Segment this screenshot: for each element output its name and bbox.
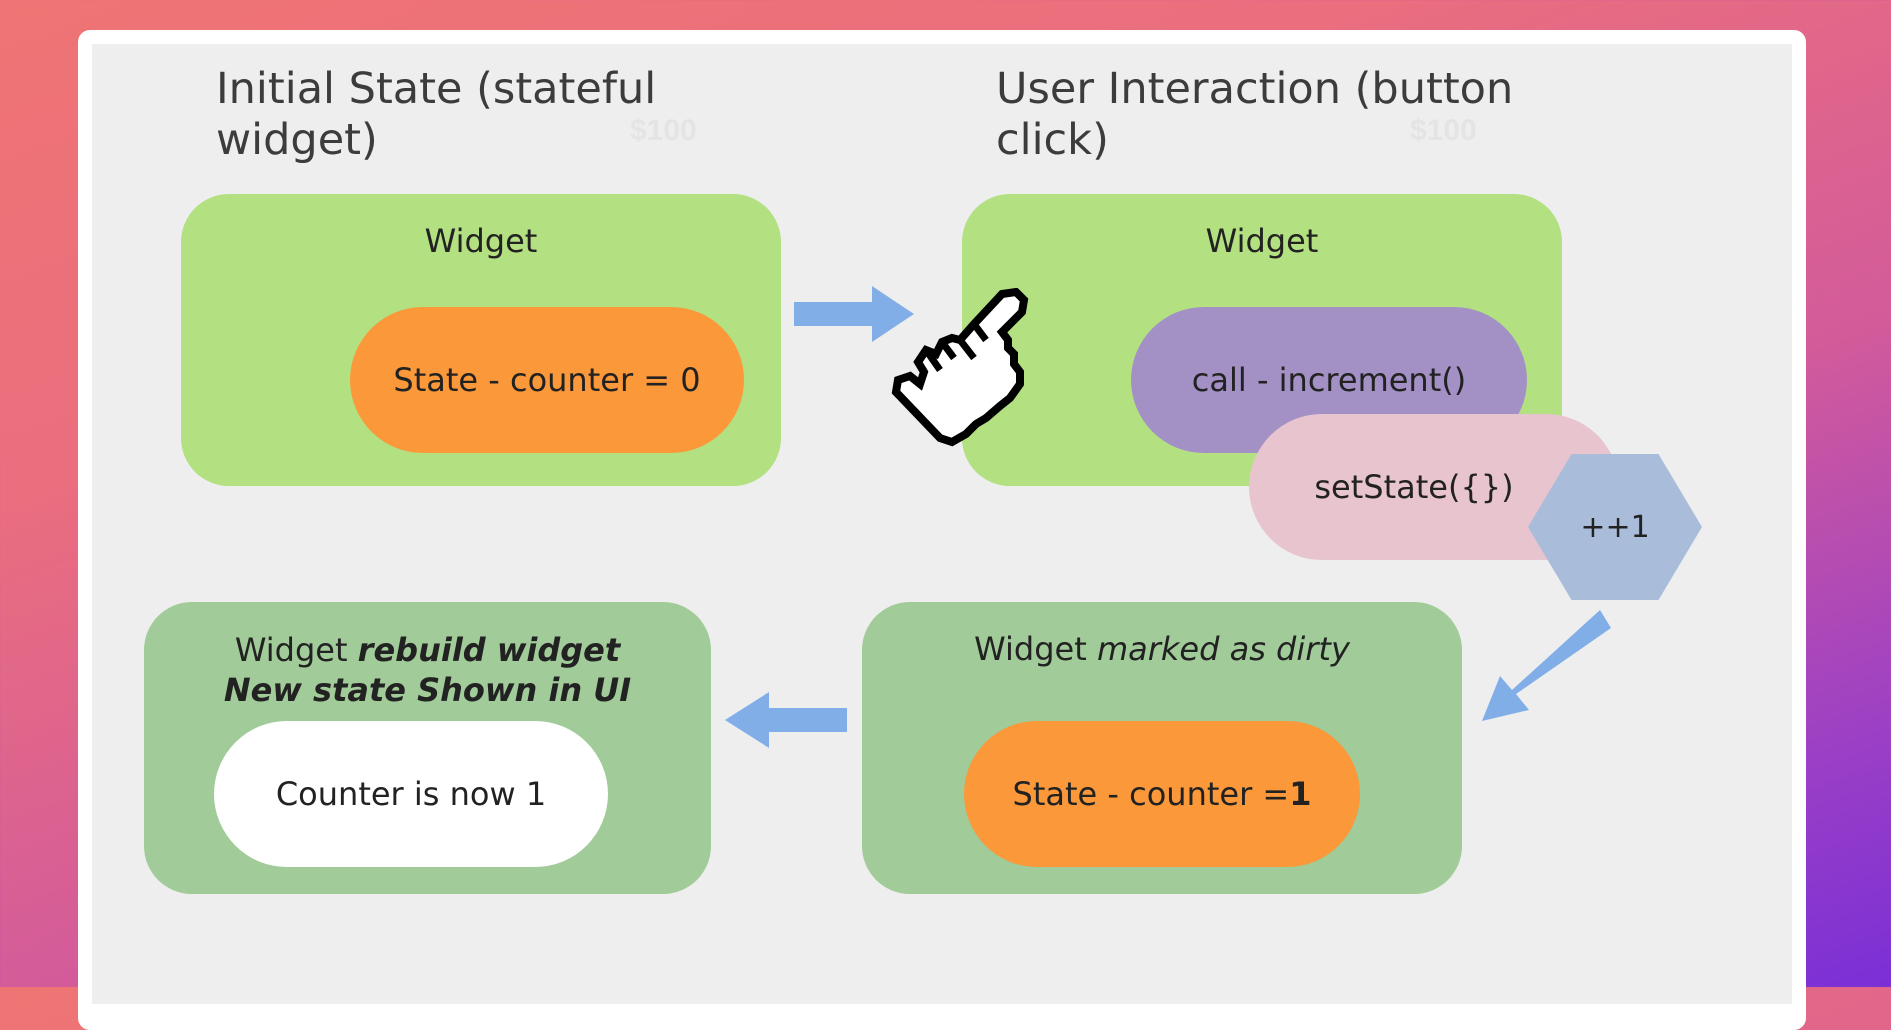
arrow-down-left-icon xyxy=(1482,610,1611,721)
dirty-label-emphasis: marked as dirty xyxy=(1096,630,1350,668)
state-counter-prefix: State - counter = xyxy=(1012,775,1290,813)
user-interaction-heading: User Interaction (button click) xyxy=(996,64,1513,166)
state-counter-pill: State - counter = 0 xyxy=(350,307,744,453)
rebuild-label-line2: New state Shown in UI xyxy=(223,671,632,709)
dirty-widget-box: Widget marked as dirty State - counter =… xyxy=(862,602,1462,894)
hand-pointer-icon xyxy=(891,288,1029,447)
state-counter-updated-pill: State - counter = 1 xyxy=(964,721,1360,867)
initial-state-heading: Initial State (stateful widget) xyxy=(216,64,656,166)
initial-state-heading-line1: Initial State (stateful xyxy=(216,64,657,114)
dirty-label-prefix: Widget xyxy=(974,630,1087,668)
counter-result-pill: Counter is now 1 xyxy=(214,721,608,867)
rebuild-label-prefix: Widget xyxy=(234,631,348,669)
rebuild-widget-label: Widget rebuild widget New state Shown in… xyxy=(144,630,711,710)
initial-state-heading-line2: widget) xyxy=(216,115,378,165)
flow-arrows xyxy=(725,286,1611,748)
arrow-left-icon xyxy=(725,692,847,748)
initial-widget-box: Widget State - counter = 0 xyxy=(181,194,781,486)
arrow-right-icon xyxy=(794,286,914,342)
user-interaction-heading-line2: click) xyxy=(996,115,1109,165)
state-counter-value: 1 xyxy=(1289,775,1312,813)
widget-label: Widget xyxy=(1205,222,1319,260)
widget-label: Widget xyxy=(424,222,538,260)
price-watermark: $100 xyxy=(1410,114,1477,147)
rebuild-label-emphasis: rebuild widget xyxy=(357,631,621,669)
user-interaction-heading-line1: User Interaction (button xyxy=(996,64,1514,114)
dirty-widget-label: Widget marked as dirty xyxy=(862,630,1462,668)
price-watermark: $100 xyxy=(630,114,697,147)
rebuild-widget-box: Widget rebuild widget New state Shown in… xyxy=(144,602,711,894)
diagram-canvas: $100 $100 Initial State (stateful widget… xyxy=(92,44,1792,1004)
